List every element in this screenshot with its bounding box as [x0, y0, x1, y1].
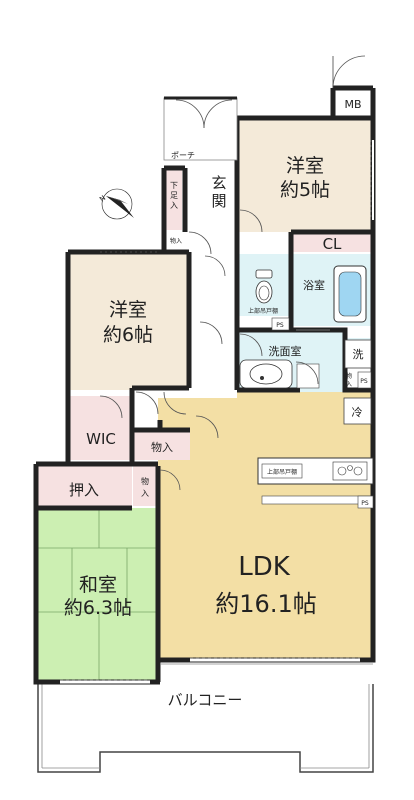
- bathroom-label: 浴室: [303, 278, 325, 292]
- mb-floor: [333, 88, 373, 118]
- storage-1-label: 物入: [151, 440, 173, 454]
- compass-icon: N: [98, 188, 134, 220]
- western-5-size: 約5帖: [280, 179, 330, 201]
- storage-2-floor: [133, 466, 157, 506]
- fridge-label: 冷: [352, 406, 363, 419]
- japanese-room: 和室 約6.3帖: [64, 574, 132, 619]
- window-marks: [60, 140, 374, 684]
- shoebox-floor: [166, 168, 182, 230]
- toilet: 上部吊戸棚 PS: [248, 269, 290, 331]
- storage-1-floor: [134, 430, 190, 460]
- wic-label: WIC: [86, 430, 116, 448]
- svg-text:N: N: [98, 194, 107, 204]
- ldk-size: 約16.1帖: [215, 590, 316, 618]
- ps-label-1: PS: [276, 322, 284, 329]
- cl-label: CL: [323, 235, 342, 253]
- bathroom: 浴室: [296, 265, 367, 331]
- western-6-floor: [68, 252, 189, 390]
- shoebox-label-1: 下: [170, 181, 178, 190]
- entrance: 玄 関 下 足 入 物入: [170, 174, 227, 277]
- ps-label-3: PS: [361, 500, 369, 507]
- stove-icon: [332, 461, 368, 481]
- small-storage-label: 物入: [170, 237, 182, 245]
- laundry-label: 洗: [353, 348, 364, 361]
- porch-label: ポーチ: [171, 151, 195, 160]
- balcony: バルコニー: [37, 684, 374, 773]
- entrance-label-2: 関: [211, 192, 226, 210]
- sink-icon: [239, 359, 293, 389]
- japanese-name: 和室: [79, 574, 117, 596]
- western-5-floor: [237, 118, 373, 232]
- storage-2-label-2: 入: [141, 489, 149, 498]
- washroom: 洗面室: [239, 333, 320, 389]
- shoebox-label-3: 入: [170, 201, 178, 210]
- shoebox-label-2: 足: [170, 191, 178, 200]
- tatami-lines: [38, 508, 160, 680]
- wic-floor: [70, 396, 132, 460]
- kitchen: 上部吊戸棚 PS: [257, 457, 374, 509]
- ldk: LDK 約16.1帖: [160, 552, 373, 665]
- ldk-entry-floor: [237, 390, 373, 400]
- japanese-size: 約6.3帖: [64, 597, 132, 619]
- western-5-name: 洋室: [286, 155, 324, 177]
- oshiire-label: 押入: [69, 481, 99, 499]
- kitchen-upper-cabinet: 上部吊戸棚: [267, 468, 297, 476]
- western-6-size: 約6帖: [103, 324, 153, 346]
- nook-label-1: 物: [346, 372, 352, 380]
- ldk-name: LDK: [238, 552, 291, 582]
- utility: 洗 物 入 PS 冷: [343, 339, 372, 425]
- meter-box: MB: [332, 55, 366, 111]
- storage-2-label-1: 物: [141, 476, 149, 486]
- ldk-floor: [158, 398, 373, 660]
- toilet-upper-cabinet: 上部吊戸棚: [248, 307, 278, 315]
- western-6-name: 洋室: [109, 299, 147, 321]
- washroom-label: 洗面室: [269, 344, 302, 358]
- balcony-label: バルコニー: [168, 691, 243, 709]
- cl-floor: [293, 232, 373, 252]
- oshiire-floor: [38, 466, 132, 508]
- porch: ポーチ: [163, 96, 238, 161]
- western-room-5: 洋室 約5帖: [239, 155, 330, 233]
- ps-label-2: PS: [360, 378, 368, 385]
- mb-label: MB: [344, 98, 361, 111]
- nook-label-2: 入: [346, 381, 352, 388]
- bathtub-icon: [333, 265, 367, 323]
- western-room-6: 洋室 約6帖: [99, 299, 223, 419]
- entrance-label-1: 玄: [211, 174, 226, 192]
- toilet-icon: [255, 269, 273, 304]
